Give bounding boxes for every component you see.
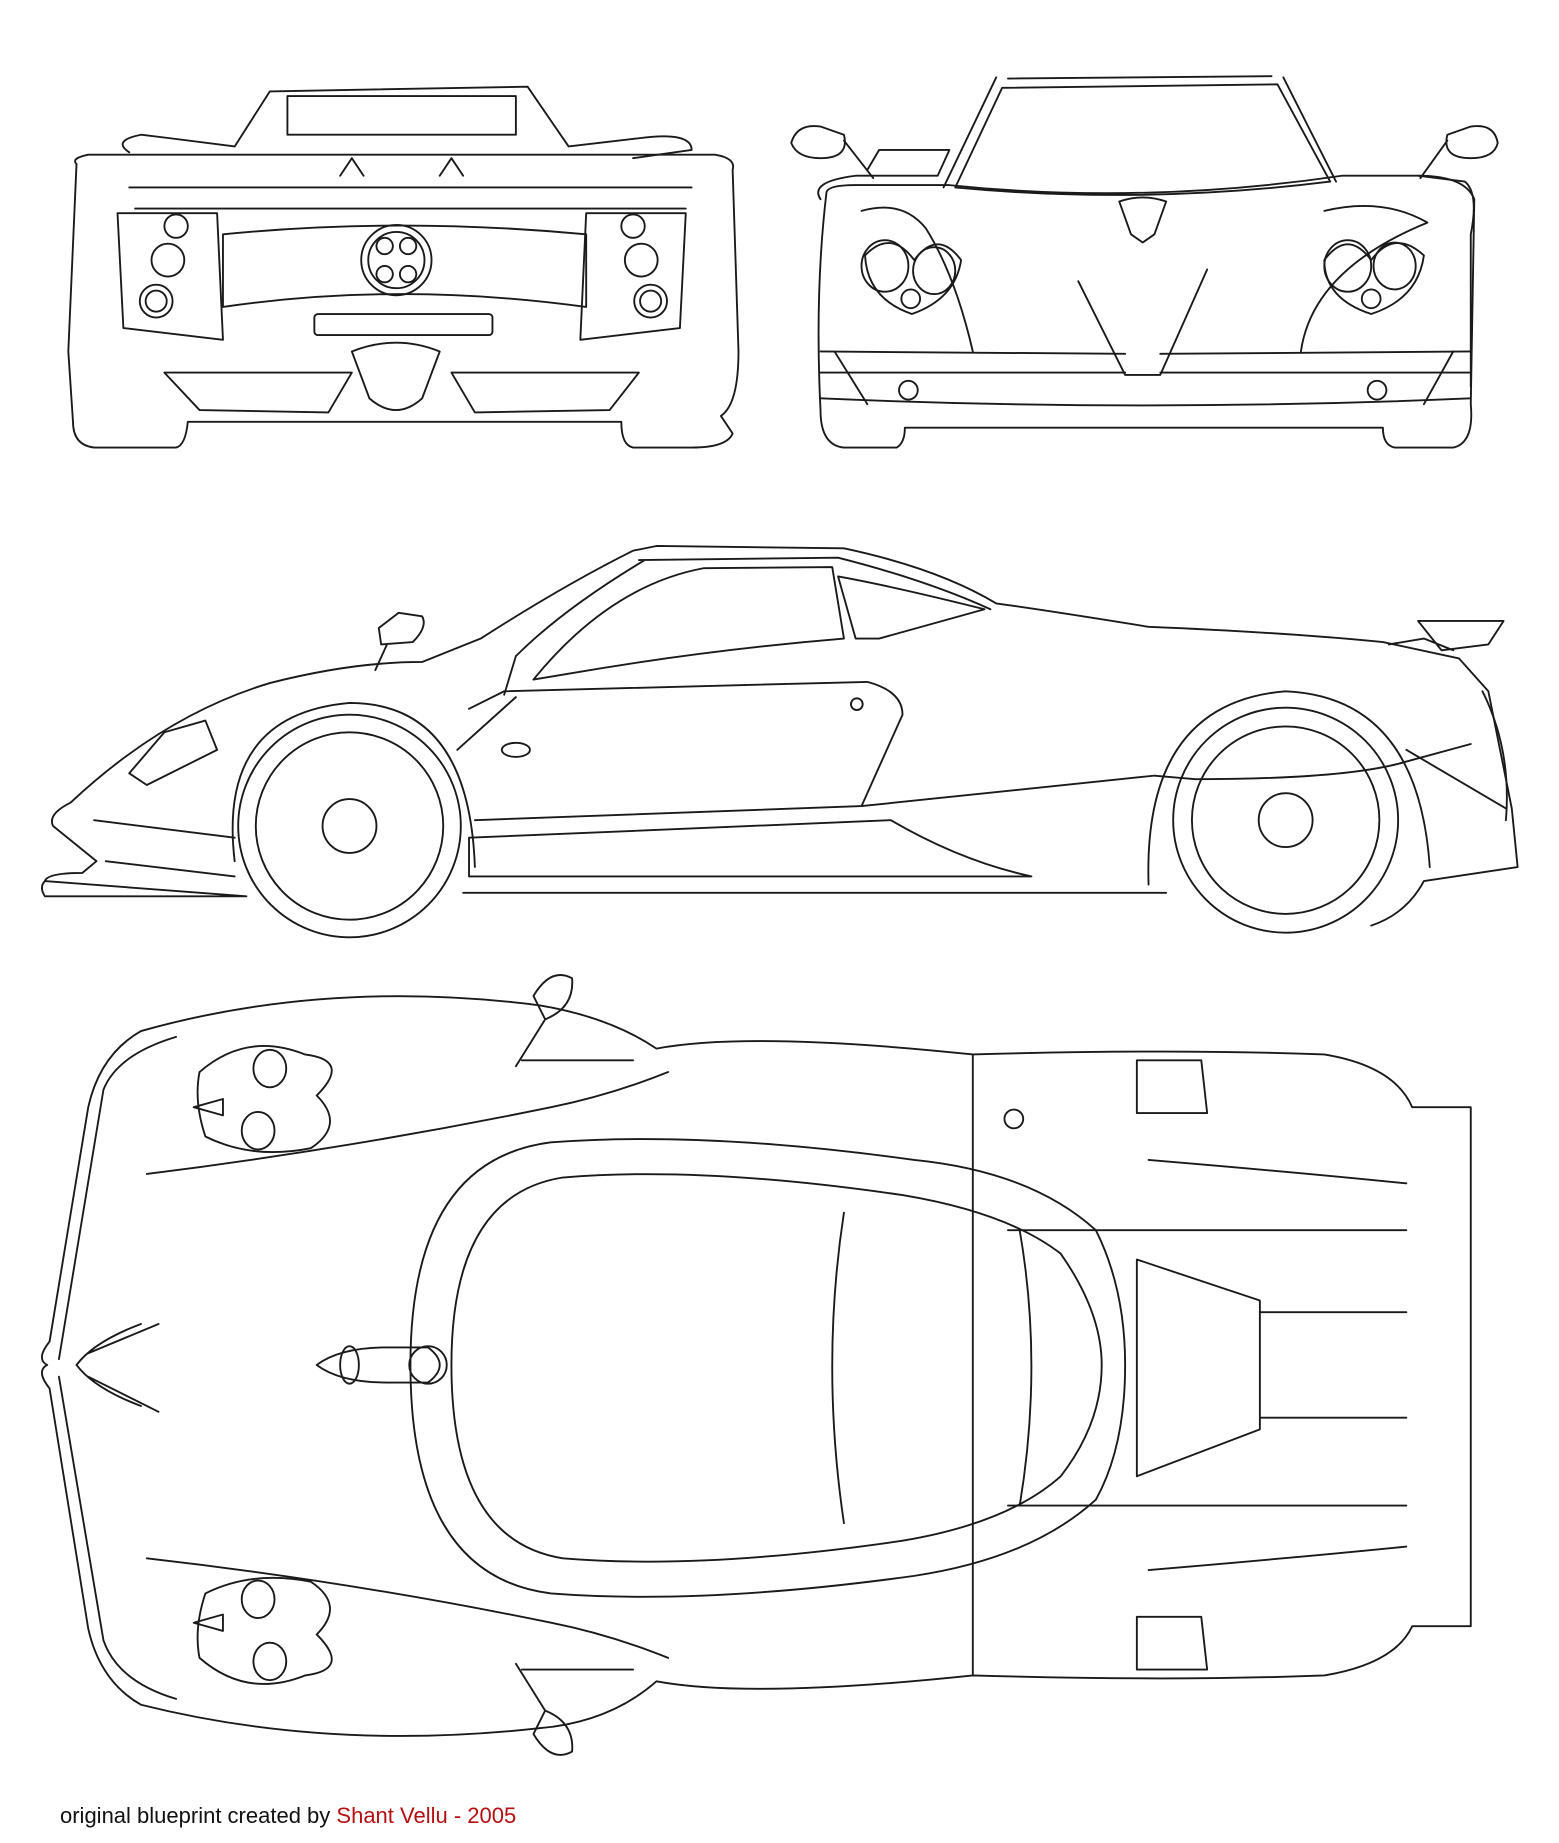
credit-caption: original blueprint created by Shant Vell… xyxy=(60,1803,516,1829)
front-view xyxy=(790,75,1499,449)
rear-view xyxy=(67,85,740,449)
top-view xyxy=(41,974,1472,1756)
caption-author: Shant Vellu - 2005 xyxy=(336,1803,517,1828)
side-view xyxy=(41,545,1519,939)
caption-prefix: original blueprint created by xyxy=(60,1803,331,1828)
